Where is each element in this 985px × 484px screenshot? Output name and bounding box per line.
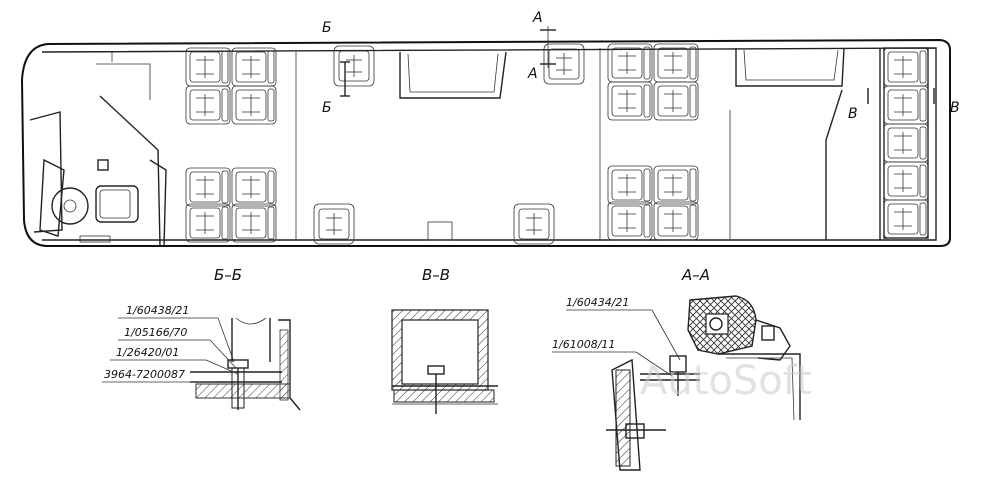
cut-label-v-left: В (848, 106, 858, 122)
cut-label-b-top: Б (322, 20, 332, 36)
rear-bench (883, 47, 929, 239)
steering-wheel (51, 187, 89, 225)
bb-part-4: 3964-7200087 (104, 368, 185, 381)
seat-group-lower-right (607, 165, 699, 241)
bb-part-3: 1/26420/01 (116, 346, 179, 359)
section-title-vv: В–В (422, 266, 450, 284)
cut-label-v-right: В (950, 100, 960, 116)
seat-group-upper-right (607, 43, 699, 121)
cut-label-a-top: А (532, 10, 543, 26)
cut-label-b-bottom: Б (322, 100, 332, 116)
aa-part-1: 1/60434/21 (566, 296, 629, 309)
cut-mark-a: А А (527, 10, 556, 82)
section-b-b: Б–Б 1/60438/21 1/05166/70 1/26420/01 396… (102, 266, 301, 411)
watermark: AutoSoft (640, 358, 812, 404)
section-v-v: В–В (391, 266, 498, 414)
bb-part-2: 1/05166/70 (124, 326, 187, 339)
bb-leaders (102, 317, 239, 383)
single-seat-lower-1 (313, 203, 355, 245)
wheel-arch-rear (735, 47, 845, 87)
cut-label-a-bottom: А (527, 66, 538, 82)
section-a-a: А–А 1/60434/21 1/61008/11 (552, 266, 801, 471)
wheel-arch-front (399, 51, 507, 99)
section-title-aa: А–А (681, 266, 710, 284)
bus-outline (20, 38, 951, 247)
single-seat-lower-2 (513, 203, 555, 245)
cut-mark-v: В В (848, 88, 960, 122)
bus-plan: Б Б А А В В (20, 10, 960, 247)
seat-group-upper-left (185, 47, 277, 125)
driver-cab (29, 95, 167, 247)
bb-part-1: 1/60438/21 (126, 304, 189, 317)
driver-seat (95, 185, 139, 223)
seat-group-lower-left (185, 167, 277, 243)
single-seat-b (333, 45, 375, 87)
section-title-bb: Б–Б (214, 266, 242, 284)
cut-mark-b: Б Б (322, 20, 350, 116)
aa-part-2: 1/61008/11 (552, 338, 615, 351)
